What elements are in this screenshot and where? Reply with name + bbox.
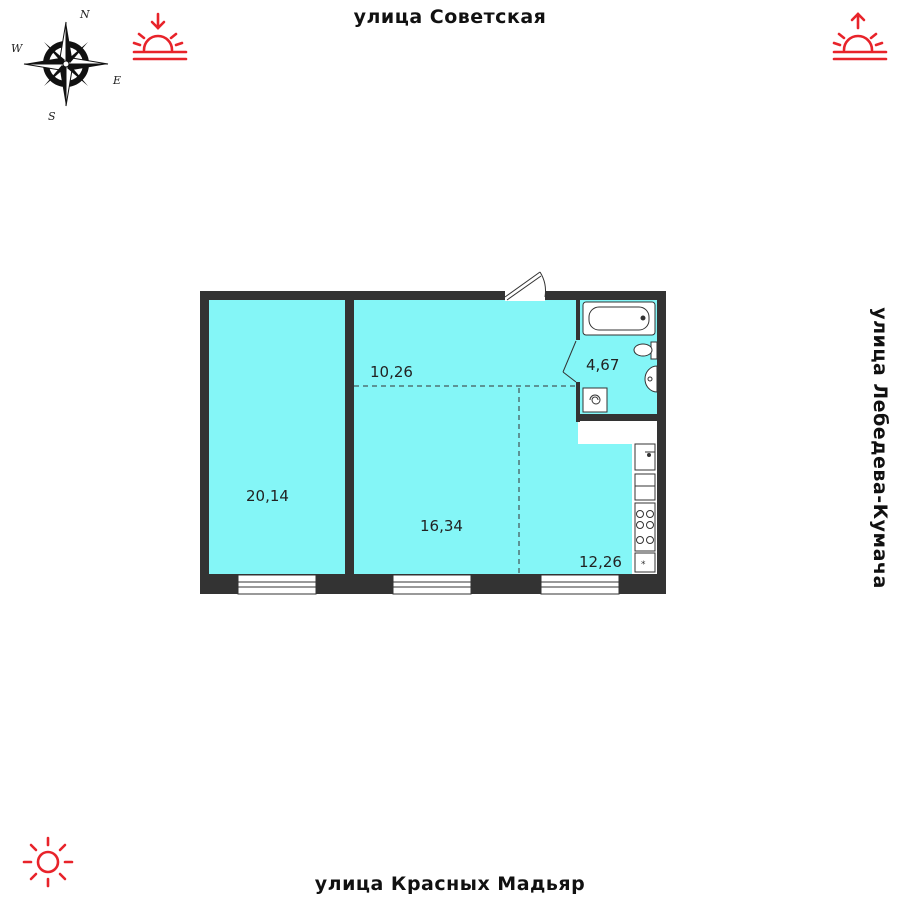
street-label-bottom: улица Красных Мадьяр (314, 873, 586, 895)
kitchen-sink-icon (634, 443, 656, 471)
bathroom-door[interactable] (562, 340, 577, 383)
room-area-kitchen: 12,26 (579, 553, 622, 571)
fridge-icon: * (634, 552, 656, 573)
partition-wall-top (345, 300, 354, 328)
sun-icon (22, 836, 74, 888)
room-area-left: 20,14 (246, 487, 289, 505)
compass-south-label: S (48, 110, 56, 123)
svg-text:*: * (641, 560, 646, 570)
stove-icon (634, 502, 656, 552)
dishwasher-icon (634, 473, 656, 501)
window-2 (392, 574, 472, 595)
sunrise-arrow-down-icon (132, 12, 188, 61)
partition-wall-bottom (345, 481, 354, 574)
bathroom-wall-bottom (576, 414, 657, 421)
toilet-icon (633, 341, 658, 360)
street-label-top: улица Советская (353, 6, 547, 28)
compass-north-label: N (79, 8, 90, 21)
compass-rose-icon: N E S W (11, 8, 121, 123)
room-area-hall: 10,26 (370, 363, 413, 381)
room-area-living: 16,34 (420, 517, 463, 535)
compass-west-label: W (11, 42, 24, 55)
room-area-bathroom: 4,67 (586, 356, 619, 374)
bathroom-wall-lower (576, 382, 580, 422)
compass-east-label: E (112, 74, 121, 87)
bathroom-wall-upper (576, 300, 580, 340)
window-3 (540, 574, 620, 595)
washing-machine-icon (582, 387, 608, 413)
entry-door-opening[interactable] (505, 287, 545, 301)
window-1 (237, 574, 317, 595)
sunrise-arrow-up-icon (832, 12, 888, 61)
sink-icon (644, 365, 658, 393)
bathtub-icon (582, 301, 656, 336)
room-left[interactable] (209, 300, 345, 574)
